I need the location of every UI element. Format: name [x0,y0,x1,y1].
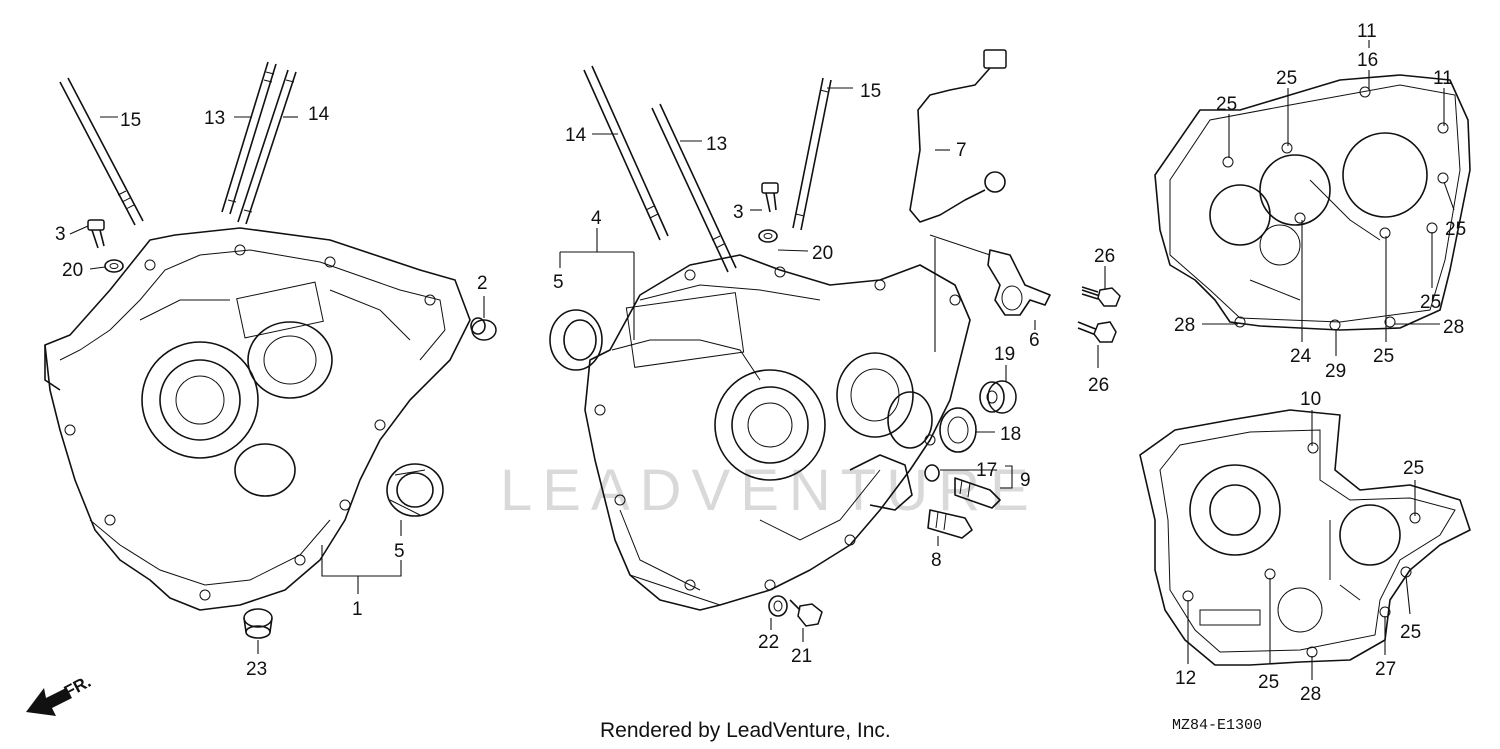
stud-bolt-left-13[interactable] [221,61,277,215]
dowel-pin-2[interactable] [470,317,497,341]
callout-9: 9 [1020,470,1031,491]
callout-15-left: 15 [120,110,141,131]
oil-seal-18[interactable] [939,407,977,453]
callout-28-left: 28 [1174,315,1195,336]
front-arrow-icon: FR. [26,672,94,716]
callout-10: 10 [1300,389,1321,410]
callout-29: 29 [1325,361,1346,382]
callout-13-right: 13 [706,134,727,155]
callout-18: 18 [1000,424,1021,445]
callout-26-lower: 26 [1088,375,1109,396]
washer-17[interactable] [924,464,940,482]
bracket-6[interactable] [929,234,1051,316]
callout-25-c: 25 [1445,219,1466,240]
flange-bolt-26-upper[interactable] [1081,286,1121,307]
bolt-left-3[interactable] [87,219,105,249]
callout-11-right: 11 [1433,68,1453,89]
callout-17: 17 [976,460,997,481]
callout-15-right: 15 [860,81,881,102]
callout-27: 27 [1375,659,1396,680]
callout-12: 12 [1175,668,1196,689]
stud-bolt-left-15[interactable] [59,77,144,226]
callout-20-right: 20 [812,243,833,264]
callout-3-left: 3 [55,224,66,245]
callout-5-right: 5 [553,272,564,293]
callout-24: 24 [1290,346,1312,367]
callout-25-d: 25 [1420,292,1441,313]
washer-right-20[interactable] [758,229,778,243]
drain-bolt-21[interactable] [789,599,823,627]
callout-14-left: 14 [308,104,330,125]
callout-6: 6 [1029,330,1040,351]
stud-bolt-right-14[interactable] [583,65,669,241]
callout-2: 2 [477,273,488,294]
callout-1: 1 [352,599,363,620]
bolt-right-3[interactable] [761,182,779,213]
left-crankcase-half[interactable] [44,227,471,611]
callout-labels: 15 13 14 3 20 2 5 1 23 14 13 15 3 20 4 5… [55,21,1466,705]
callout-21: 21 [791,646,812,667]
callout-25-e: 25 [1373,346,1394,367]
switch-9[interactable] [954,477,1001,509]
callout-25-b: 25 [1276,68,1297,89]
callout-5-left: 5 [394,541,405,562]
callout-25-f: 25 [1403,458,1424,479]
stud-bolt-right-13[interactable] [651,103,737,273]
bearing-19[interactable] [979,380,1017,414]
callout-4: 4 [591,208,602,229]
callout-19: 19 [994,344,1015,365]
callout-26-upper: 26 [1094,246,1115,267]
callout-22: 22 [758,632,779,653]
sensor-8[interactable] [927,509,973,539]
callout-28-bottom: 28 [1300,684,1321,705]
footer-credit: Rendered by LeadVenture, Inc. [600,719,891,742]
callout-11-top: 11 [1357,21,1377,42]
diagram-code: MZ84-E1300 [1172,717,1262,734]
oil-seal-right-5[interactable] [549,309,603,371]
flange-bolt-26-lower[interactable] [1077,321,1117,343]
callout-25-a: 25 [1216,94,1237,115]
callout-20-left: 20 [62,260,83,281]
watermark: LEADVENTURE [500,458,1039,523]
right-crankcase-half[interactable] [584,254,971,611]
washer-left-20[interactable] [104,259,124,273]
callout-3-right: 3 [733,202,744,223]
sensor-wire-7[interactable] [909,49,1007,223]
callout-13-left: 13 [204,108,225,129]
oil-seal-left-5[interactable] [386,463,444,517]
washer-22[interactable] [768,595,788,617]
crankcase-cover-view-upper[interactable] [1154,74,1471,331]
callout-14-right: 14 [565,125,587,146]
callout-16: 16 [1357,50,1378,71]
stud-bolt-right-15[interactable] [792,77,832,231]
crankcase-half-view-lower[interactable] [1139,409,1471,666]
stud-bolt-left-14[interactable] [237,69,297,225]
callout-8: 8 [931,550,942,571]
callout-28-right: 28 [1443,317,1464,338]
callout-25-g: 25 [1400,622,1421,643]
leader-lines [69,40,1455,680]
callout-23: 23 [246,659,267,680]
callout-25-h: 25 [1258,672,1279,693]
dowel-pin-23[interactable] [243,608,273,639]
callout-7: 7 [956,140,967,161]
